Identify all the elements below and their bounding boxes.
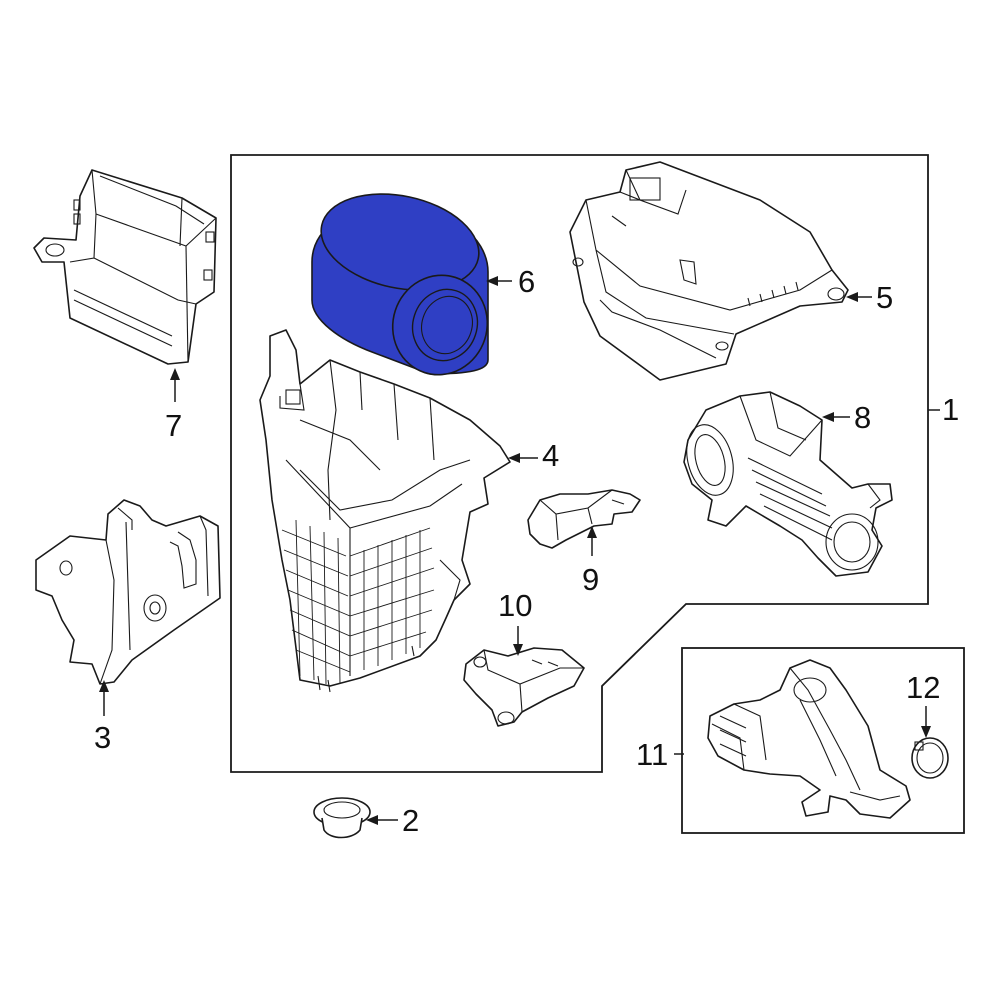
callout-10: 10 [498,588,532,623]
assembly-frame-11 [681,647,965,834]
callout-6: 6 [518,264,535,299]
callout-3: 3 [94,720,111,755]
part-11-resonator[interactable] [707,659,911,819]
callout-1: 1 [942,392,959,427]
part-6-air-filter[interactable] [311,180,500,387]
callout-5: 5 [876,280,893,315]
part-4-lower-housing[interactable] [259,329,511,693]
part-3-bracket[interactable] [35,499,221,685]
callout-4: 4 [542,438,559,473]
assembly-frame-1 [230,154,929,773]
callout-8: 8 [854,400,871,435]
callout-2: 2 [402,803,419,838]
part-12-clamp[interactable] [911,737,949,779]
callout-12: 12 [906,670,940,705]
callout-7: 7 [165,408,182,443]
part-8-intake-tube[interactable] [679,391,893,577]
part-10-mount-bracket[interactable] [463,647,585,727]
part-9-sensor[interactable] [527,489,641,549]
part-5-housing-cover[interactable] [569,161,849,381]
callout-11: 11 [636,737,668,772]
part-2-grommet[interactable] [313,797,371,839]
callout-9: 9 [582,562,599,597]
leader-lines [99,276,940,825]
part-7-air-duct[interactable] [33,169,217,365]
